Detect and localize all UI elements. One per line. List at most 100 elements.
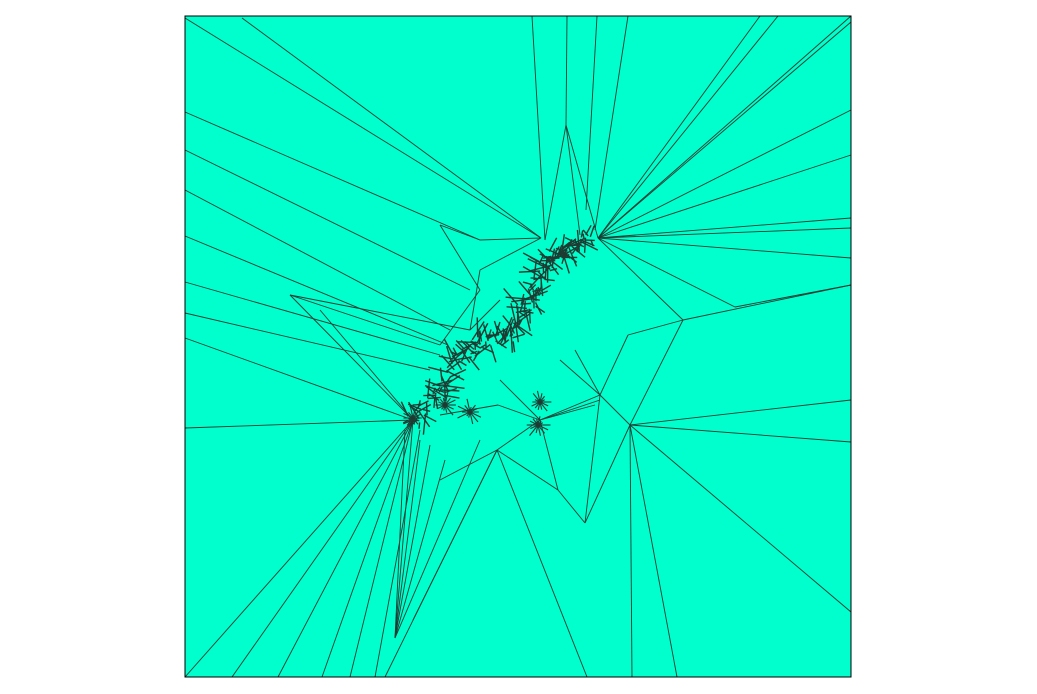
mesh-edges [184, 15, 852, 678]
mesh-dense-edge [489, 345, 497, 363]
mesh-star-edge [409, 405, 414, 419]
mesh-star-edge [532, 393, 541, 403]
mesh-dense-edge [517, 306, 527, 310]
mesh-dense-edge [522, 265, 540, 277]
mesh-star-edge [539, 401, 543, 410]
mesh-dense-edge [568, 246, 578, 267]
mesh-edge [184, 337, 414, 421]
mesh-dense-edge [575, 245, 581, 252]
mesh-dense-edge [560, 253, 570, 258]
mesh-star-edge [469, 411, 474, 425]
mesh-dense-edge [424, 384, 445, 393]
mesh-dense-edge [482, 324, 489, 342]
mesh-edge [479, 237, 542, 241]
mesh-edge [439, 289, 481, 346]
mesh-edge [599, 394, 631, 426]
mesh-edge [231, 419, 414, 678]
mesh-star-edge [534, 401, 541, 409]
mesh-dense-edge [520, 302, 532, 305]
mesh-star-edge [469, 404, 476, 413]
mesh-dense-edge [564, 237, 585, 248]
mesh-star-edge [537, 424, 549, 431]
mesh-star-edge [466, 398, 471, 413]
mesh-star-edge [529, 420, 539, 426]
mesh-dense-edge [544, 263, 551, 270]
mesh-edge [597, 237, 684, 321]
mesh-dense-edge [446, 370, 465, 381]
mesh-dense-edge [465, 345, 475, 355]
mesh-star-edge [437, 404, 446, 410]
mesh-dense-edge [581, 241, 599, 251]
mesh-star-edge [537, 401, 541, 411]
mesh-edge [597, 109, 852, 239]
mesh-edge [394, 419, 414, 639]
mesh-edge [597, 21, 852, 239]
mesh-edge [574, 349, 601, 396]
mesh-edge [565, 124, 599, 239]
mesh-star-edge [469, 411, 482, 418]
mesh-dense-edge [534, 302, 543, 315]
mesh-dense-edge [545, 256, 564, 270]
mesh-dense-edge [474, 341, 482, 345]
mesh-dense-edge [589, 225, 595, 238]
mesh-edge [394, 444, 431, 639]
mesh-dense-edge [495, 340, 507, 349]
mesh-edge [544, 124, 567, 241]
mesh-dense-edge [439, 367, 443, 382]
mesh-dense-edge [547, 256, 560, 259]
plot-frame [184, 15, 852, 678]
mesh-edge [184, 312, 431, 371]
mesh-edge [184, 149, 471, 291]
mesh-edge [531, 15, 546, 241]
mesh-edge [565, 15, 568, 126]
mesh-edge [557, 489, 586, 524]
mesh-dense-edge [539, 253, 549, 259]
mesh-fill [185, 16, 851, 677]
mesh-dense-edge [449, 368, 467, 378]
mesh-dense-edge [580, 230, 584, 238]
mesh-dense-edge [457, 341, 476, 344]
mesh-dense-edge [445, 387, 457, 394]
mesh-edge [597, 217, 852, 239]
mesh-dense-edge [452, 352, 457, 360]
mesh-dense-edge [503, 288, 519, 306]
mesh-edge [539, 404, 596, 421]
mesh-edge [597, 15, 779, 239]
mesh-star-edge [537, 422, 543, 426]
mesh-star-edge [457, 405, 471, 413]
mesh-dense-edge [517, 325, 533, 337]
mesh-edge [594, 15, 629, 231]
mesh-edge [599, 334, 629, 396]
mesh-edge [394, 439, 421, 639]
mesh-dense-edge [529, 256, 548, 268]
mesh-edge [469, 269, 481, 331]
mesh-dense-edge [433, 398, 436, 409]
mesh-star-edge [469, 411, 479, 423]
mesh-dense-edge [418, 422, 421, 429]
mesh-dense-edge [512, 341, 516, 353]
mesh-dense-edge [533, 276, 546, 281]
mesh-edge [629, 424, 633, 678]
mesh-star-edge [539, 401, 548, 412]
mesh-star-edge [412, 411, 419, 419]
mesh-star-edge [537, 424, 541, 436]
mesh-dense-edge [538, 254, 545, 265]
mesh-dense-edge [472, 343, 481, 349]
mesh-dense-edge [412, 403, 420, 406]
mesh-dense-edge [571, 245, 586, 258]
mesh-edge [374, 429, 421, 678]
mesh-dense-edge [514, 321, 520, 343]
mesh-dense-edge [443, 338, 456, 359]
mesh-star-edge [539, 399, 545, 403]
mesh-dense-edge [492, 331, 498, 342]
mesh-star-edge [444, 399, 456, 406]
mesh-edge [584, 424, 631, 524]
mesh-edge [584, 394, 601, 524]
mesh-edge [241, 17, 542, 239]
mesh-edge [321, 419, 414, 678]
mesh-edge [597, 237, 852, 259]
mesh-dense-edge [510, 331, 514, 353]
mesh-star-edge [457, 411, 471, 419]
mesh-edge [585, 15, 598, 211]
mesh-edge [597, 15, 761, 239]
